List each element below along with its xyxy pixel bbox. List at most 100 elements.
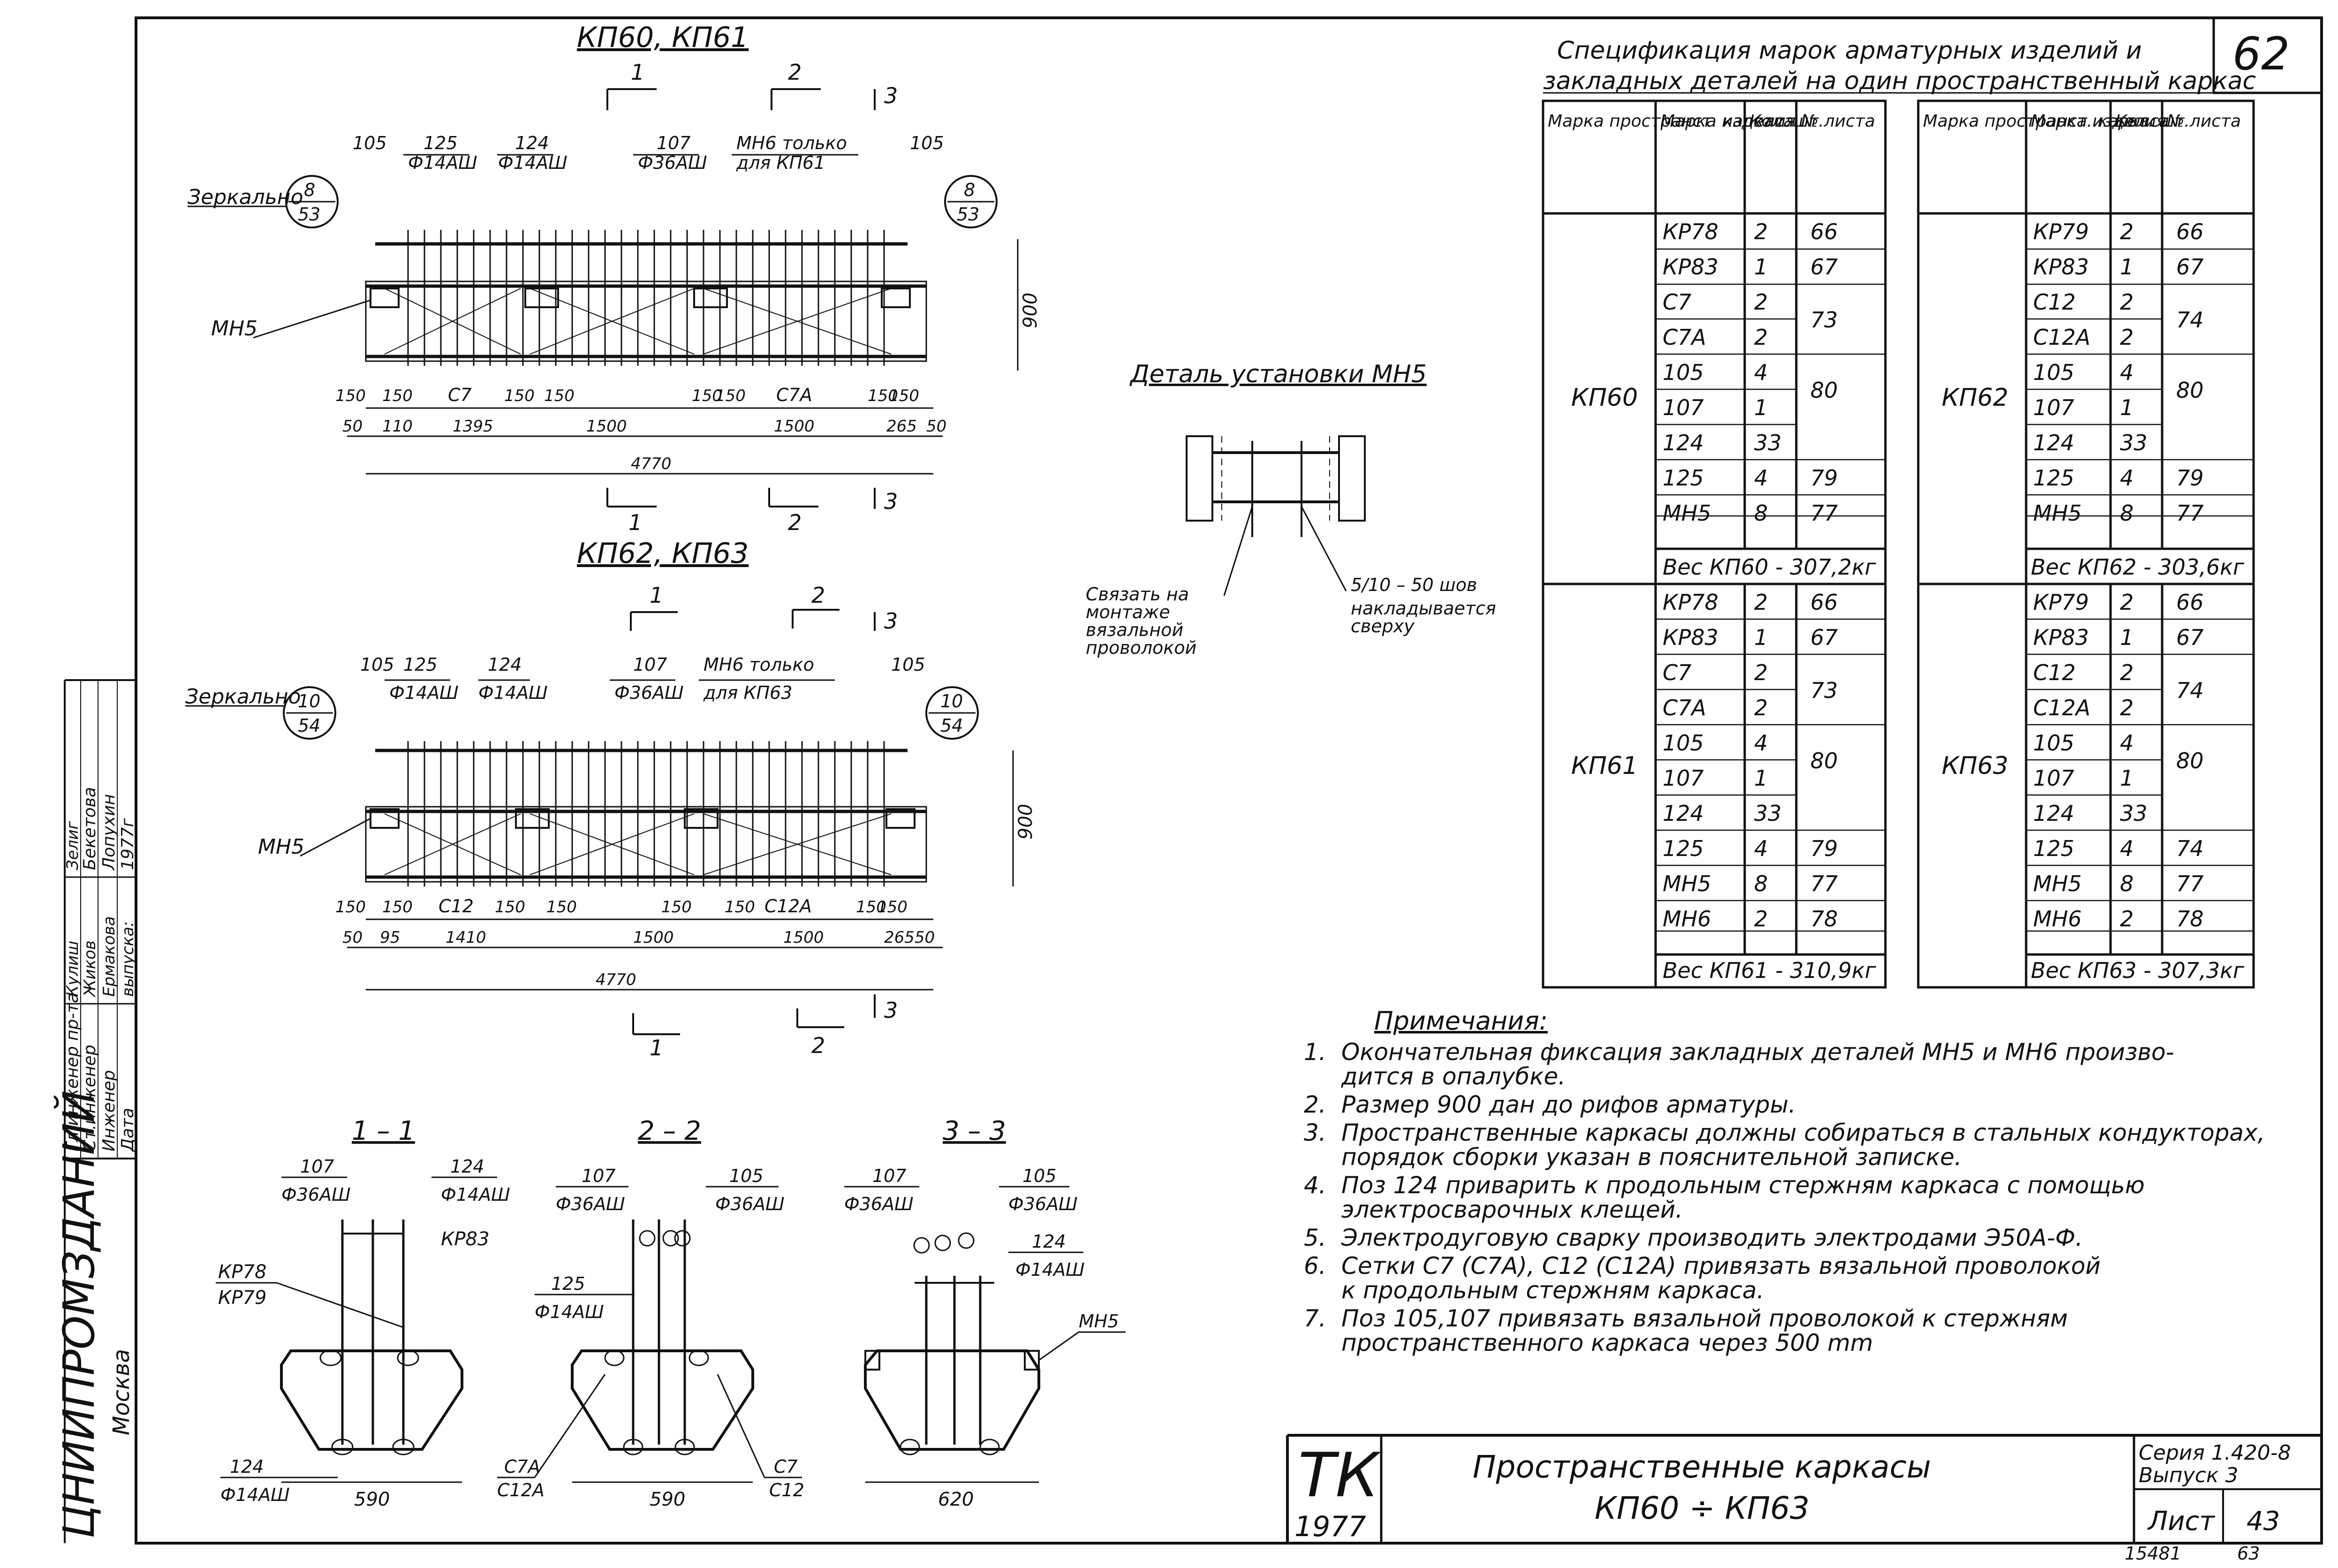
notes-items: 1.Окончательная фиксация закладных детал… bbox=[1304, 1038, 2265, 1356]
dim-total: 4770 bbox=[631, 454, 672, 473]
dim1-7: С7А bbox=[776, 385, 812, 405]
spec-cell: 4 bbox=[2120, 465, 2134, 491]
note-number: 5. bbox=[1304, 1224, 1326, 1251]
spec-cell: 2 bbox=[1754, 660, 1768, 685]
spec-cell: 125 bbox=[2033, 836, 2074, 861]
spec-title-1: Спецификация марок арматурных изделий и bbox=[1557, 37, 2142, 65]
spec-cell: 4 bbox=[2120, 730, 2134, 756]
mirror-ref-left bbox=[285, 175, 339, 228]
cut-3-top: 3 bbox=[884, 83, 898, 108]
spec-cell: 2 bbox=[1754, 289, 1768, 315]
note-number: 2. bbox=[1304, 1091, 1326, 1118]
detail-note-right-1: 5/10 – 50 шов bbox=[1351, 575, 1477, 595]
dim2r1-3: 150 bbox=[495, 898, 525, 917]
spec-cell: 107 bbox=[1663, 395, 1704, 420]
spec-cell: 1 bbox=[2120, 395, 2134, 420]
pos-105-right: 105 bbox=[910, 133, 944, 153]
s33-d36: Ф36АШ bbox=[844, 1194, 914, 1214]
spec-r-h3: № листа bbox=[2166, 112, 2241, 131]
spec-cell: 1 bbox=[1754, 254, 1768, 280]
pos-105-left: 105 bbox=[353, 133, 387, 153]
note-line: пространственного каркаса через 500 mm bbox=[1341, 1329, 1873, 1356]
issue: Выпуск 3 bbox=[2139, 1463, 2238, 1487]
s11-d36: Ф36АШ bbox=[281, 1184, 351, 1205]
spec-cell: МН6 bbox=[1663, 906, 1711, 932]
spec-r-h2: Кол. шт. bbox=[2115, 112, 2190, 131]
spec-cell: 77 bbox=[2176, 871, 2204, 896]
spec-cell: С7А bbox=[1663, 695, 1706, 720]
spec-cell: 8 bbox=[1754, 871, 1768, 896]
mirror-label-left: Зеркально bbox=[188, 185, 303, 209]
pos2-125: 125 bbox=[403, 654, 438, 675]
elevation-kp62-kp63: КП62, КП63 1 2 3 105 125 Ф14АШ 124 Ф14АШ… bbox=[185, 537, 1037, 1060]
pos2-105-right: 105 bbox=[891, 654, 925, 675]
s33-title: 3 – 3 bbox=[943, 1116, 1006, 1146]
sheet-label: Лист bbox=[2147, 1506, 2215, 1537]
spec-cell: 2 bbox=[2120, 906, 2134, 932]
dim1-3: 150 bbox=[504, 386, 535, 405]
dia-14-b: Ф14АШ bbox=[498, 152, 567, 173]
dim2r2-3: 1500 bbox=[633, 928, 674, 947]
cut2-3-top: 3 bbox=[884, 608, 898, 634]
s33-124: 124 bbox=[1032, 1231, 1066, 1252]
mn6-note2-2: для КП63 bbox=[703, 682, 792, 703]
mirror2-label-left: Зеркально bbox=[185, 685, 301, 709]
dia2-36: Ф36АШ bbox=[614, 682, 684, 703]
spec-cell: КР83 bbox=[1663, 254, 1718, 280]
mirror-ref-right bbox=[944, 175, 998, 228]
s11-d14b: Ф14АШ bbox=[220, 1485, 290, 1505]
spec-cell: 74 bbox=[2176, 836, 2204, 861]
pos-124: 124 bbox=[515, 133, 549, 153]
section-3-3: 3 – 3 107 Ф36АШ 105 Ф36АШ 124 Ф14АШ МН5 … bbox=[844, 1116, 1126, 1510]
s11-kp79: КР79 bbox=[218, 1287, 266, 1309]
section-1-1: 1 – 1 107 Ф36АШ 124 Ф14АШ КР83 КР78 КР79… bbox=[216, 1116, 510, 1510]
signature-2: Жиков bbox=[81, 940, 99, 998]
spec-cell: 8 bbox=[2120, 871, 2134, 896]
spec-cell: 1 bbox=[1754, 765, 1768, 791]
spec-cell: 124 bbox=[1663, 801, 1704, 826]
spec-cell: 2 bbox=[2120, 289, 2134, 315]
note-number: 7. bbox=[1304, 1305, 1326, 1332]
dim2r2-2: 1410 bbox=[446, 928, 486, 947]
spec-cell: С7А bbox=[1663, 325, 1706, 350]
spec-cell: 125 bbox=[1663, 836, 1704, 861]
spec-l-h0: Марка пространст. каркаса bbox=[1548, 112, 1794, 131]
s22-c7a: С7А bbox=[504, 1456, 540, 1477]
cut-1-top: 1 bbox=[631, 60, 644, 85]
org-name: ЦНИИПРОМЗДАНИЙ bbox=[53, 1091, 104, 1538]
cut-2-bottom: 2 bbox=[788, 510, 802, 535]
dim1-4: 150 bbox=[544, 386, 575, 405]
detail-mn5: Деталь установки МН5 Связать на монтаже … bbox=[1086, 360, 1496, 658]
dim1-2: С7 bbox=[448, 385, 472, 405]
s22-c7: С7 bbox=[774, 1456, 798, 1477]
spec-cell: 1 bbox=[2120, 765, 2134, 791]
s22-c12: С12 bbox=[769, 1480, 804, 1500]
mirror2-ref-right bbox=[925, 686, 979, 740]
dim1-0: 150 bbox=[335, 386, 366, 405]
spec-group-kp60: КП60 bbox=[1571, 384, 1638, 412]
cut2-3-bottom: 3 bbox=[884, 998, 898, 1023]
dim2r1-9: 150 bbox=[877, 898, 908, 917]
spec-cell: 73 bbox=[1810, 307, 1838, 333]
dim2r2-5: 265 bbox=[884, 928, 915, 947]
detail-note-left-2: монтаже bbox=[1086, 602, 1170, 622]
spec-cell: 107 bbox=[2033, 765, 2074, 791]
spec-cell: 4 bbox=[1754, 836, 1768, 861]
signature-1: Кулиш bbox=[63, 941, 82, 997]
spec-cell: 78 bbox=[2176, 906, 2204, 932]
spec-cell: 80 bbox=[2176, 378, 2204, 403]
spec-cell: МН5 bbox=[2033, 500, 2082, 526]
spec-cell: 67 bbox=[1810, 254, 1838, 280]
spec-cell: 2 bbox=[1754, 590, 1768, 615]
mirror2-ref-left-bottom: 54 bbox=[298, 715, 320, 736]
mirror-ref-left-top: 8 bbox=[304, 180, 315, 200]
left-title-block: Гл.инженер пр-та Ст.инженер Инженер Дата… bbox=[53, 679, 137, 1543]
spec-cell: КР78 bbox=[1663, 590, 1718, 615]
mirror2-ref-left-top: 10 bbox=[298, 691, 320, 712]
spec-cell: 2 bbox=[1754, 906, 1768, 932]
spec-cell: 79 bbox=[2176, 465, 2204, 491]
s22-d36: Ф36АШ bbox=[556, 1194, 625, 1214]
name-4: 1977г bbox=[118, 818, 137, 870]
spec-cell: 78 bbox=[1810, 906, 1838, 932]
